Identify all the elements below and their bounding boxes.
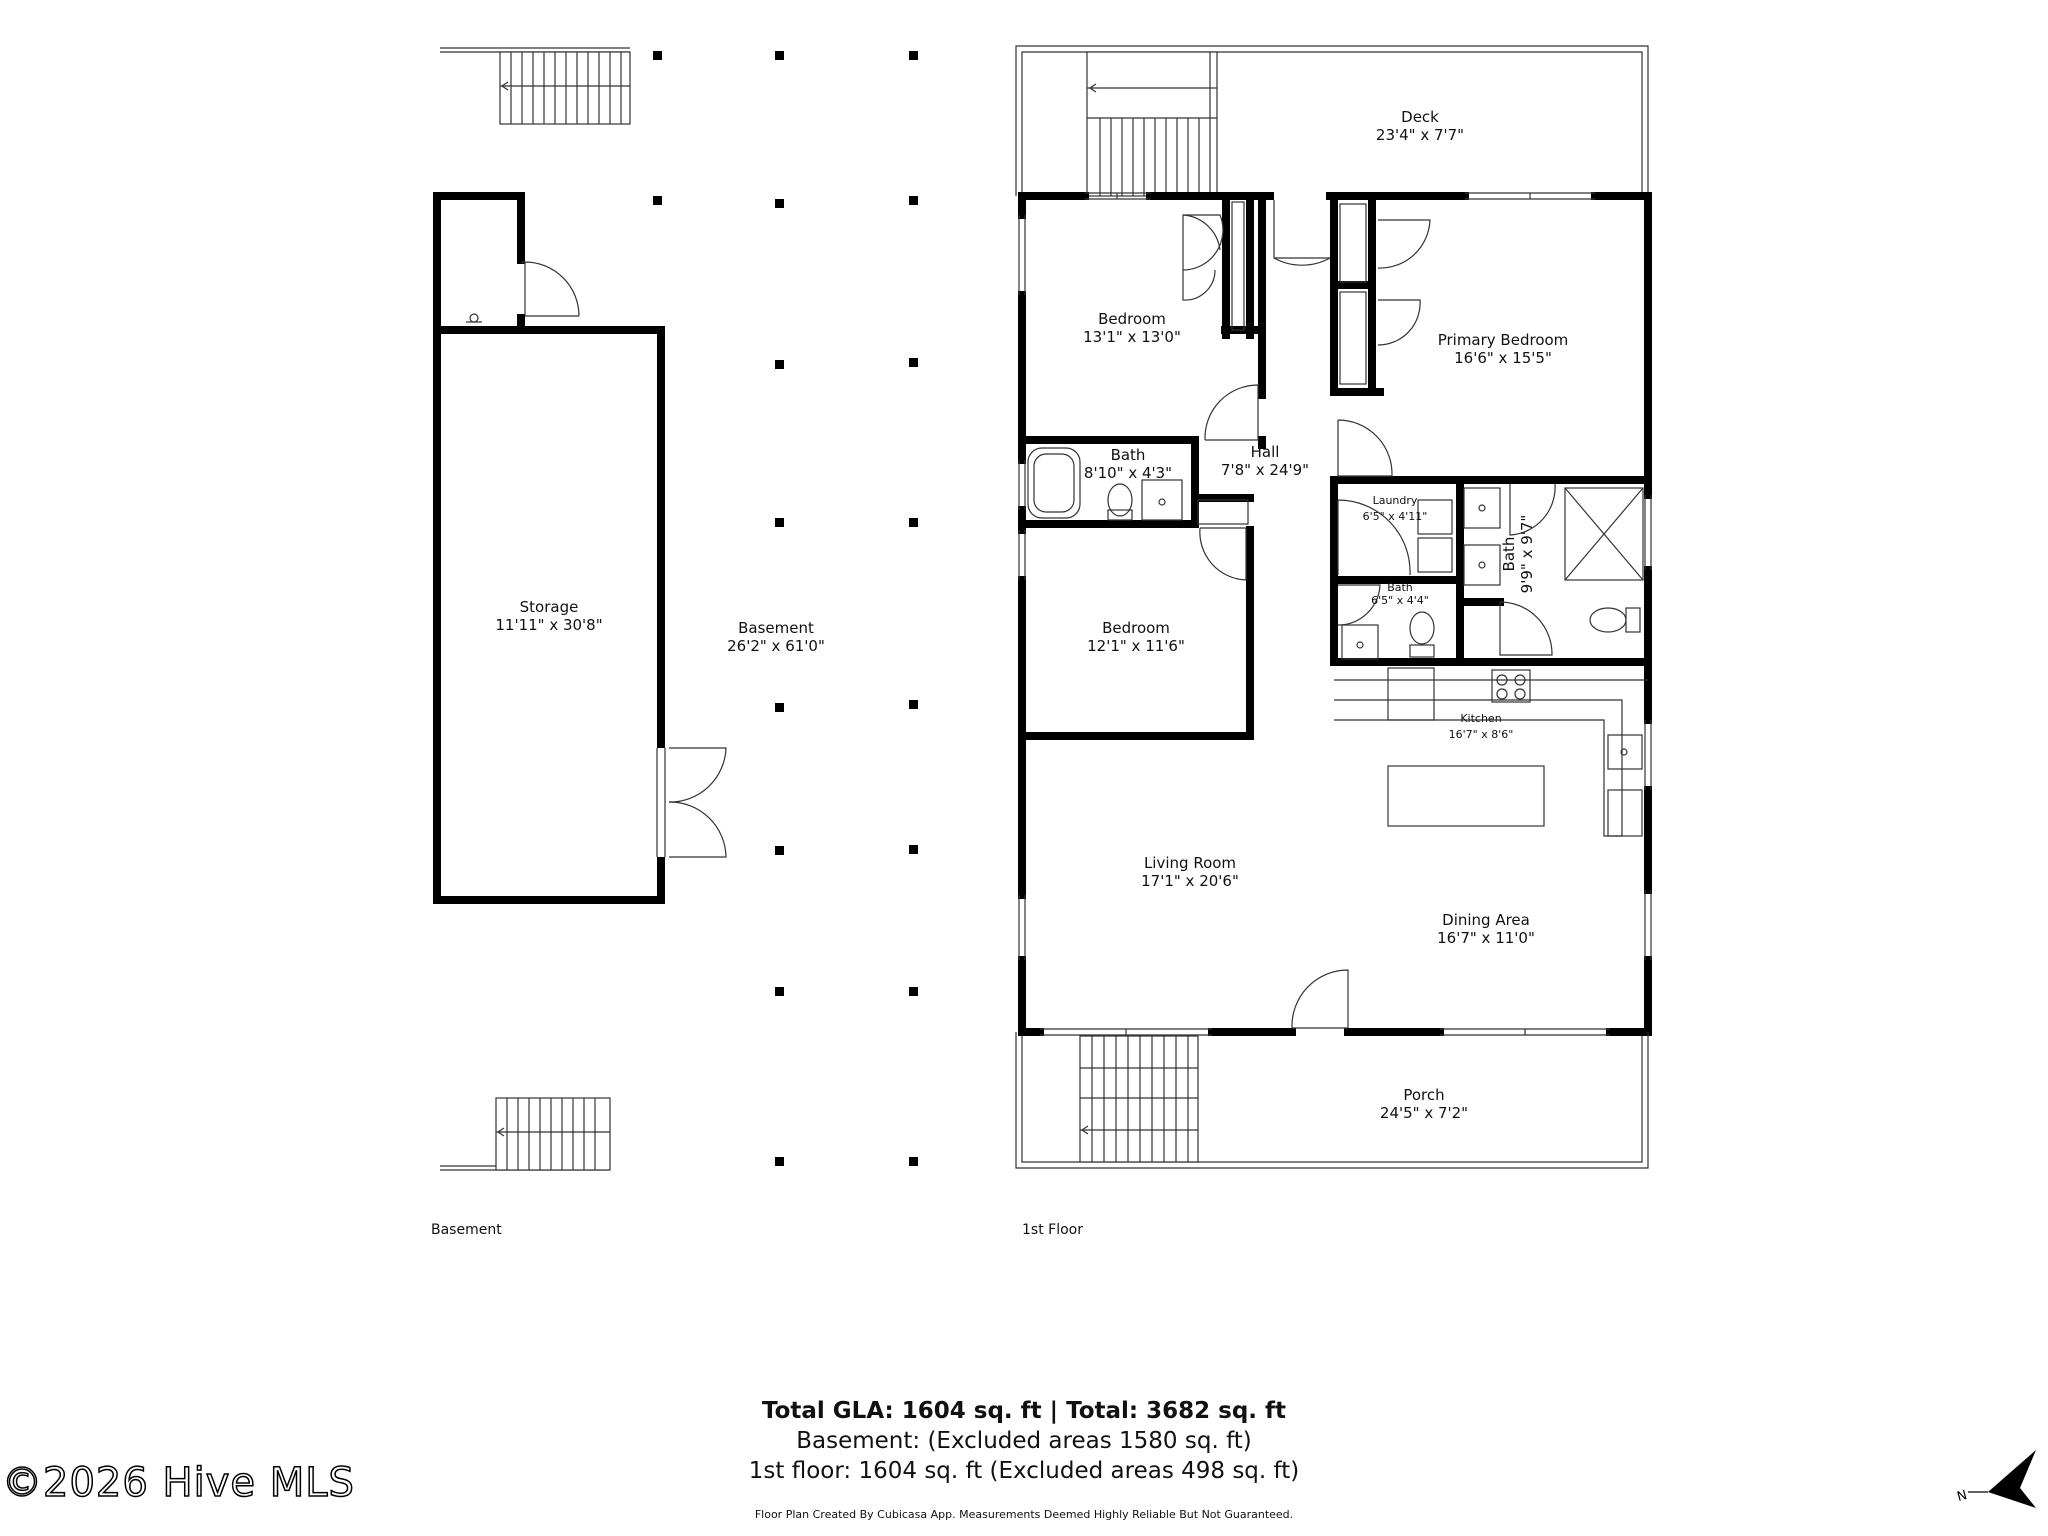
basement-area-summary: Basement: (Excluded areas 1580 sq. ft): [796, 1428, 1252, 1454]
living-room-name: Living Room: [1144, 854, 1236, 872]
bedroom2-dims: 12'1" x 11'6": [1087, 637, 1185, 655]
watermark: ©2026 Hive MLS: [1, 1459, 355, 1507]
first-floor-label: 1st Floor: [1022, 1222, 1083, 1238]
interior-walls: [1018, 192, 1652, 740]
deck-dims: 23'4" x 7'7": [1376, 126, 1464, 144]
dining-area-dims: 16'7" x 11'0": [1437, 929, 1535, 947]
bath1-name: Bath: [1111, 446, 1146, 464]
basement-stair-bottom: [440, 1097, 611, 1171]
first-floor-area-summary: 1st floor: 1604 sq. ft (Excluded areas 4…: [748, 1458, 1300, 1484]
water-heater-icon: [466, 313, 482, 323]
hall-dims: 7'8" x 24'9": [1221, 461, 1309, 479]
porch: [1015, 1032, 1649, 1169]
bath-primary-name: Bath: [1500, 537, 1518, 572]
storage-doors: [521, 261, 727, 858]
deck: [1015, 45, 1649, 197]
porch-name: Porch: [1403, 1086, 1444, 1104]
bedroom1-name: Bedroom: [1098, 310, 1166, 328]
doors: [1182, 200, 1556, 1029]
bedroom1-dims: 13'1" x 13'0": [1083, 328, 1181, 346]
kitchen-name: Kitchen: [1460, 712, 1501, 725]
bath1-dims: 8'10" x 4'3": [1084, 464, 1172, 482]
dining-area-name: Dining Area: [1442, 911, 1530, 929]
living-room-dims: 17'1" x 20'6": [1141, 872, 1239, 890]
deck-name: Deck: [1401, 108, 1439, 126]
bath-half-dims: 6'5" x 4'4": [1371, 594, 1429, 607]
basement-posts: [653, 51, 918, 1166]
hall-name: Hall: [1251, 443, 1280, 461]
first-floor-plan: [1015, 45, 1652, 1169]
basement-stair-top: [440, 47, 631, 125]
windows: [1018, 192, 1652, 1036]
bath-half-name: Bath: [1387, 581, 1413, 594]
total-gla-summary: Total GLA: 1604 sq. ft | Total: 3682 sq.…: [761, 1398, 1287, 1424]
porch-dims: 24'5" x 7'2": [1380, 1104, 1468, 1122]
basement-name: Basement: [738, 619, 814, 637]
storage-name: Storage: [520, 598, 579, 616]
basement-plan: [433, 47, 918, 1171]
laundry-name: Laundry: [1373, 494, 1418, 507]
compass-label: N: [1955, 1488, 1968, 1505]
disclaimer: Floor Plan Created By Cubicasa App. Meas…: [754, 1508, 1294, 1521]
storage-walls: [433, 192, 666, 904]
primary-bedroom-name: Primary Bedroom: [1438, 331, 1569, 349]
bedroom2-name: Bedroom: [1102, 619, 1170, 637]
kitchen-dims: 16'7" x 8'6": [1449, 728, 1514, 741]
storage-dims: 11'11" x 30'8": [495, 616, 602, 634]
bath-primary-dims: 9'9" x 9'7": [1518, 515, 1536, 594]
room-labels: Deck 23'4" x 7'7" Bedroom 13'1" x 13'0" …: [495, 108, 1568, 1122]
laundry-dims: 6'5" x 4'11": [1363, 510, 1428, 523]
basement-floor-label: Basement: [431, 1222, 502, 1238]
primary-bedroom-dims: 16'6" x 15'5": [1454, 349, 1552, 367]
north-arrow-icon: N: [1955, 1450, 2036, 1508]
fixtures: [1027, 447, 1648, 837]
basement-dims: 26'2" x 61'0": [727, 637, 825, 655]
